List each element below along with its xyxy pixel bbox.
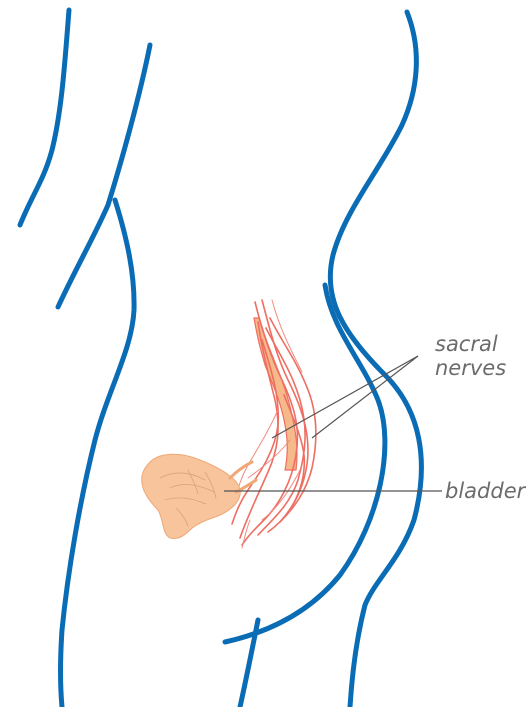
front-abdomen-outline (58, 45, 150, 307)
back-outline (330, 12, 421, 707)
leader-lines (224, 356, 442, 491)
sacral-leader-line-1 (272, 356, 418, 438)
sacral-label-line-2: nerves (435, 356, 506, 380)
sacral-nerves (232, 300, 316, 548)
bladder-label: bladder (445, 479, 525, 503)
bladder-organ (142, 454, 256, 538)
sacral-nerves-label: sacral nerves (435, 332, 506, 380)
front-torso-outline (20, 10, 69, 225)
sacral-label-line-1: sacral (435, 332, 506, 356)
body-outline (20, 10, 421, 707)
